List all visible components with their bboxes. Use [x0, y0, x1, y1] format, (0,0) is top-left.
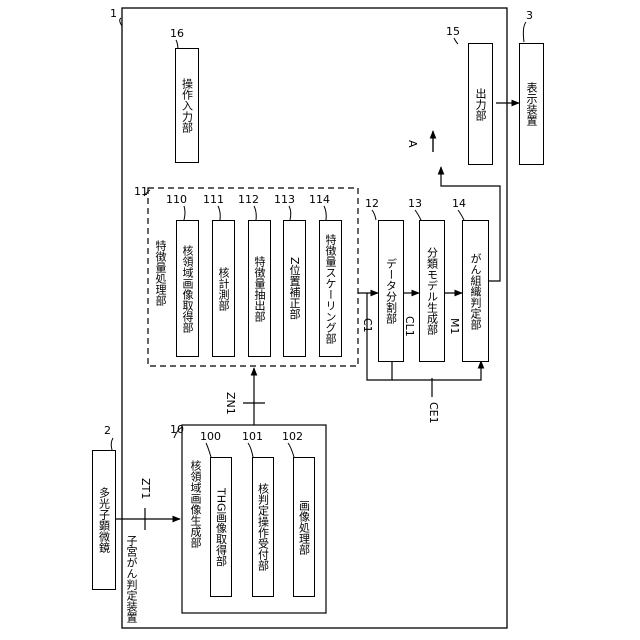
output-label: 出力部: [475, 88, 486, 121]
ref-feature-proc: 11: [134, 186, 148, 197]
ref-thg-image: 100: [200, 431, 221, 442]
nucleus-region-image-box: 核領域画像取得部: [176, 220, 199, 357]
display-label: 表示装置: [526, 82, 537, 126]
operation-input-box: 操作入力部: [175, 48, 199, 163]
ref-image-proc: 102: [282, 431, 303, 442]
ref-output: 15: [446, 26, 460, 37]
feature-scale-box: 特徴量スケーリング部: [319, 220, 342, 357]
image-proc-label: 画像処理部: [299, 500, 310, 555]
model-gen-box: 分類モデル生成部: [419, 220, 445, 362]
thg-image-box: THG画像取得部: [210, 457, 232, 597]
data-split-box: データ分割部: [378, 220, 404, 362]
feature-scale-label: 特徴量スケーリング部: [325, 234, 336, 344]
ref-microscope: 2: [104, 425, 111, 436]
ref-operation-input: 16: [170, 28, 184, 39]
signal-zn1: ZN1: [225, 392, 236, 415]
nucleus-meas-box: 核計測部: [212, 220, 235, 357]
ref-nucleus-image-gen: 10: [170, 424, 184, 435]
signal-cl1: CL1: [404, 316, 415, 337]
ref-z-correct: 113: [274, 194, 295, 205]
signal-ce1: CE1: [428, 402, 439, 424]
z-correct-box: Z位置補正部: [283, 220, 306, 357]
ref-nucleus-region-image: 110: [166, 194, 187, 205]
ref-data-split: 12: [365, 198, 379, 209]
signal-m1: M1: [449, 318, 460, 335]
output-box: 出力部: [468, 43, 493, 165]
ref-device: 1: [110, 8, 117, 19]
ref-feature-scale: 114: [309, 194, 330, 205]
ref-cancer-judge: 14: [452, 198, 466, 209]
cancer-judge-box: がん組織判定部: [462, 220, 489, 362]
z-correct-label: Z位置補正部: [289, 257, 300, 320]
ref-display: 3: [526, 10, 533, 21]
image-proc-box: 画像処理部: [293, 457, 315, 597]
ref-feature-extract: 112: [238, 194, 259, 205]
nucleus-region-image-label: 核領域画像取得部: [182, 245, 193, 333]
device-label: 子宮がん判定装置: [126, 535, 137, 623]
display-box: 表示装置: [519, 43, 544, 165]
model-gen-label: 分類モデル生成部: [427, 247, 438, 335]
signal-a: A: [407, 140, 418, 148]
microscope-box: 多光子顕微鏡: [92, 450, 116, 590]
nucleus-meas-label: 核計測部: [218, 267, 229, 311]
ref-nucleus-meas: 111: [203, 194, 224, 205]
data-split-label: データ分割部: [386, 258, 397, 324]
feature-extract-label: 特徴量抽出部: [254, 256, 265, 322]
signal-zt1: ZT1: [140, 478, 151, 499]
feature-proc-label: 特徴量処理部: [155, 240, 166, 306]
judge-op-box: 核判定操作受付部: [252, 457, 274, 597]
judge-op-label: 核判定操作受付部: [258, 483, 269, 571]
ref-model-gen: 13: [408, 198, 422, 209]
cancer-judge-label: がん組織判定部: [470, 253, 481, 330]
ref-judge-op: 101: [242, 431, 263, 442]
signal-c1: C1: [362, 318, 373, 333]
nucleus-image-gen-label: 核領域画像生成部: [190, 460, 201, 548]
thg-image-label: THG画像取得部: [216, 488, 227, 567]
microscope-label: 多光子顕微鏡: [99, 487, 110, 553]
feature-extract-box: 特徴量抽出部: [248, 220, 271, 357]
operation-input-label: 操作入力部: [182, 78, 193, 133]
